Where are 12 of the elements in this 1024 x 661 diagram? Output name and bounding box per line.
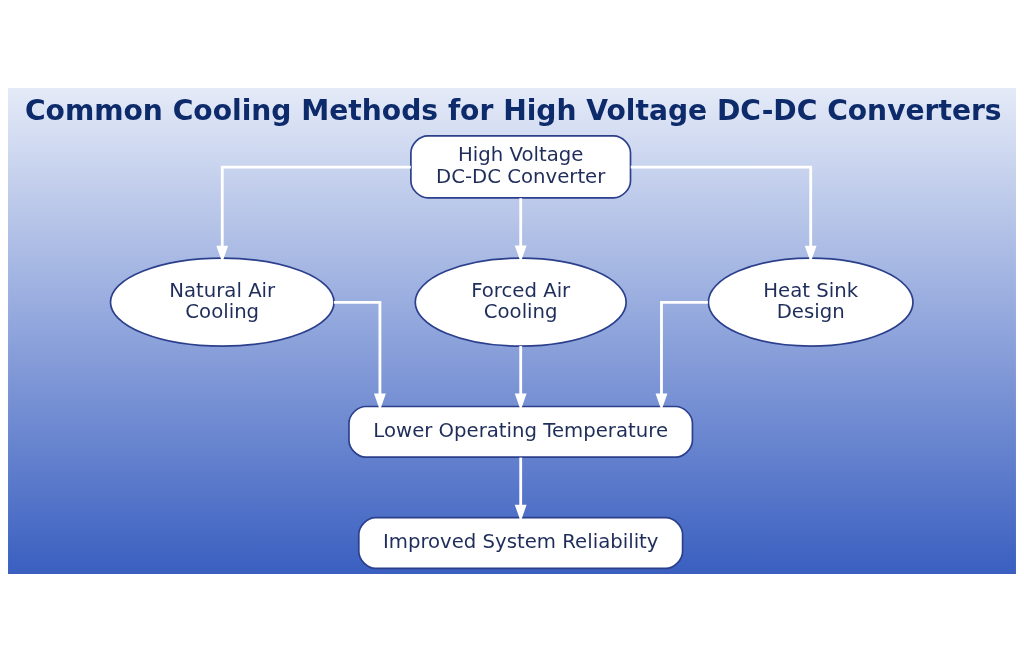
node-ellipse: Forced Air Cooling xyxy=(414,256,627,347)
arrow xyxy=(514,197,527,262)
arrow xyxy=(333,300,386,410)
node-box: High Voltage DC-DC Converter xyxy=(410,134,632,199)
node-box: Improved System Reliability xyxy=(357,516,684,569)
node-ellipse: Natural Air Cooling xyxy=(109,256,335,347)
node-box: Lower Operating Temperature xyxy=(348,405,694,458)
arrow xyxy=(514,457,527,522)
node-ellipse: Heat Sink Design xyxy=(707,256,914,347)
arrow xyxy=(655,300,708,410)
arrow xyxy=(514,345,527,410)
diagram-title: Common Cooling Methods for High Voltage DC-DC Converters xyxy=(24,93,1002,127)
